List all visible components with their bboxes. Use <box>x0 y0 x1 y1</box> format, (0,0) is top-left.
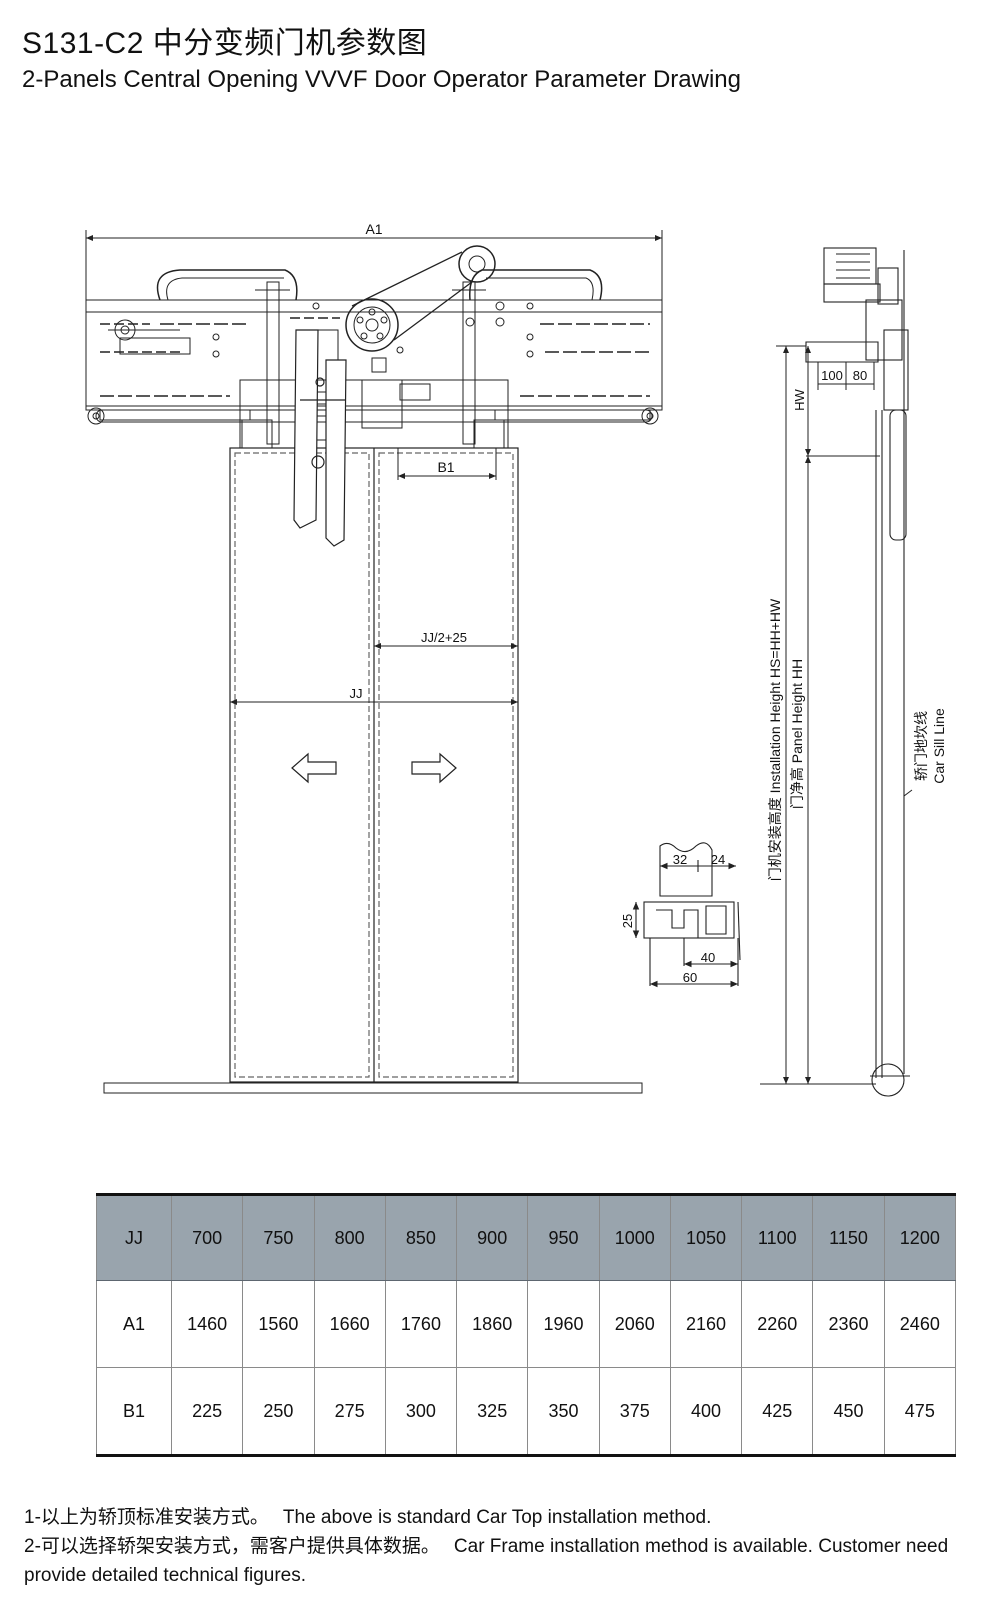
table-cell: 250 <box>242 1367 315 1456</box>
dim-jj-half: JJ/2+25 <box>374 630 518 649</box>
dim-b1: B1 <box>397 448 497 480</box>
car-sill-label-cn: 轿门地坎线 <box>913 711 929 781</box>
dim-b1-label: B1 <box>437 459 454 475</box>
table-cell: 2360 <box>812 1280 885 1368</box>
table-cell: 1150 <box>812 1194 885 1281</box>
notes: 1-以上为轿顶标准安装方式。 The above is standard Car … <box>24 1503 984 1590</box>
table-cell: 750 <box>242 1194 315 1281</box>
table-cell: 1100 <box>741 1194 814 1281</box>
sill-plate <box>103 1082 643 1094</box>
table-cell: 800 <box>313 1194 386 1281</box>
table-cell: 225 <box>170 1367 244 1456</box>
table-cell: 700 <box>170 1194 244 1281</box>
sill-dim-32: 32 <box>673 852 687 867</box>
table-cell: 400 <box>669 1367 743 1456</box>
table-cell: 275 <box>313 1367 386 1456</box>
door-panels <box>229 447 519 1083</box>
note-2-en: Car Frame installation method is availab… <box>24 1536 949 1586</box>
page-title-cn: S131-C2 中分变频门机参数图 <box>22 27 428 60</box>
table-cell: 1000 <box>598 1194 671 1281</box>
side-view <box>805 247 910 1097</box>
table-cell: 475 <box>883 1367 957 1456</box>
row-label: JJ <box>96 1194 172 1281</box>
note-2-cn: 2-可以选择轿架安装方式，需客户提供具体数据。 <box>24 1536 440 1557</box>
table-cell: 850 <box>384 1194 458 1281</box>
car-sill-label-en: Car Sill Line <box>931 708 947 784</box>
table-cell: 950 <box>527 1194 600 1281</box>
table-cell: 1960 <box>527 1280 600 1368</box>
table-cell: 1050 <box>669 1194 743 1281</box>
note-1-en: The above is standard Car Top installati… <box>282 1507 712 1528</box>
note-line-1: 1-以上为轿顶标准安装方式。 The above is standard Car … <box>24 1503 984 1532</box>
door-vane <box>293 329 347 547</box>
dim-a1: A1 <box>85 221 663 300</box>
open-arrows <box>291 752 457 784</box>
table-cell: 1560 <box>242 1280 315 1368</box>
table-cell: 300 <box>384 1367 458 1456</box>
table-cell: 2260 <box>741 1280 814 1368</box>
dim-a1-label: A1 <box>365 221 382 237</box>
table-cell: 1760 <box>384 1280 458 1368</box>
table-cell: 375 <box>598 1367 671 1456</box>
table-cell: 1860 <box>456 1280 529 1368</box>
dim-100-80: 100 80 <box>817 362 875 390</box>
dim-80-label: 80 <box>853 368 867 383</box>
table-cell: 450 <box>812 1367 885 1456</box>
table-cell: 350 <box>527 1367 600 1456</box>
table-cell: 1660 <box>313 1280 386 1368</box>
door-operator-drawing: A1 <box>85 221 947 1097</box>
table-cell: 425 <box>741 1367 814 1456</box>
sill-dim-40: 40 <box>701 950 715 965</box>
dim-install-label: 门机安装高度 Installation Height HS=HH+HW <box>767 598 783 881</box>
table-cell: 325 <box>456 1367 529 1456</box>
table-cell: 900 <box>456 1194 529 1281</box>
car-sill-label: 轿门地坎线 Car Sill Line <box>903 708 947 797</box>
table-cell: 2160 <box>669 1280 743 1368</box>
operator-header <box>85 245 663 449</box>
row-label: A1 <box>96 1280 172 1368</box>
dim-jj-half-label: JJ/2+25 <box>421 630 467 645</box>
table-cell: 1460 <box>170 1280 244 1368</box>
sill-dim-60: 60 <box>683 970 697 985</box>
table-cell: 2060 <box>598 1280 671 1368</box>
dim-hw-label: HW <box>792 388 807 410</box>
note-line-2: 2-可以选择轿架安装方式，需客户提供具体数据。Car Frame install… <box>24 1532 984 1590</box>
page-title-en: 2-Panels Central Opening VVVF Door Opera… <box>22 66 741 93</box>
dim-jj-label: JJ <box>350 686 363 701</box>
dim-jj: JJ <box>230 686 518 705</box>
row-label: B1 <box>96 1367 172 1456</box>
table-cell: 2460 <box>883 1280 957 1368</box>
note-1-cn: 1-以上为轿顶标准安装方式。 <box>24 1507 269 1528</box>
sill-dim-25: 25 <box>620 914 635 928</box>
dim-vertical: HW 门机安装高度 Installation Height HS=HH+HW 门… <box>760 345 880 1085</box>
table-cell: 1200 <box>883 1194 957 1281</box>
sill-dim-24: 24 <box>711 852 725 867</box>
sill-detail: 32 24 40 60 25 <box>620 842 741 988</box>
dim-100-label: 100 <box>821 368 843 383</box>
dim-panel-label: 门净高 Panel Height HH <box>789 659 805 809</box>
